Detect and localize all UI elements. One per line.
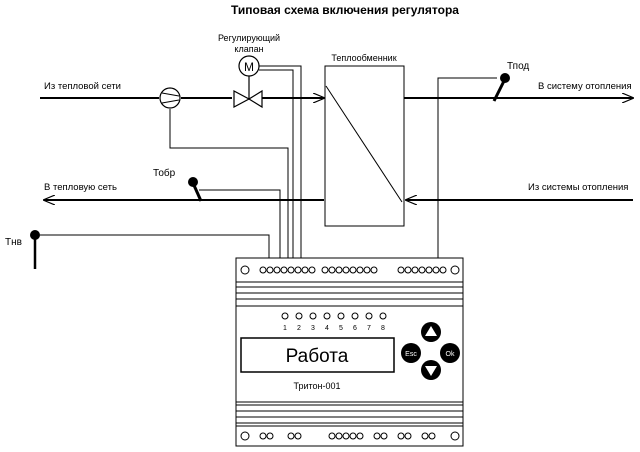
led-5	[337, 312, 345, 320]
control-valve-icon	[233, 76, 263, 109]
to-network-label: В тепловую сеть	[44, 182, 117, 193]
led-number-7: 7	[367, 325, 371, 332]
motor-letter: M	[244, 60, 254, 74]
esc-button[interactable]: Esc	[401, 343, 421, 363]
led-number-2: 2	[297, 325, 301, 332]
down-button[interactable]	[421, 360, 441, 380]
led-number-3: 3	[311, 325, 315, 332]
outdoor-temp-sensor-icon	[30, 230, 40, 269]
led-indicators: 1 2 3 4 5 6 7 8	[281, 312, 387, 332]
up-button[interactable]	[421, 322, 441, 342]
valve-label-line1: Регулирующий	[218, 33, 280, 43]
led-number-8: 8	[381, 325, 385, 332]
return-temp-sensor-icon	[188, 177, 203, 202]
supply-temp-sensor-icon	[492, 73, 510, 102]
top-terminal-block	[259, 266, 447, 274]
controller-model-label: Тритон-001	[293, 381, 340, 391]
display-text: Работа	[286, 346, 349, 367]
keypad: Esc Ok	[401, 322, 460, 380]
lcd-display: Работа	[240, 337, 395, 373]
esc-label: Esc	[405, 351, 417, 358]
heat-exchanger	[324, 65, 405, 227]
signal-wires	[40, 65, 497, 268]
led-number-5: 5	[339, 325, 343, 332]
valve-label-line2: клапан	[234, 44, 263, 54]
led-8	[379, 312, 387, 320]
ok-label: Ok	[446, 351, 455, 358]
led-7	[365, 312, 373, 320]
led-1	[281, 312, 289, 320]
bottom-terminal-block	[259, 432, 436, 440]
led-2	[295, 312, 303, 320]
led-3	[309, 312, 317, 320]
led-number-1: 1	[283, 325, 287, 332]
from-network-label: Из тепловой сети	[44, 81, 121, 92]
pump-icon	[159, 87, 181, 109]
valve-motor-icon: M	[238, 55, 260, 77]
led-number-4: 4	[325, 325, 329, 332]
ok-button[interactable]: Ok	[440, 343, 460, 363]
diagram-title: Типовая схема включения регулятора	[231, 3, 459, 17]
heat-exchanger-label: Теплообменник	[331, 53, 396, 63]
outdoor-sensor-label: Тнв	[5, 237, 22, 248]
from-heating-label: Из системы отопления	[528, 182, 628, 193]
led-4	[323, 312, 331, 320]
to-heating-label: В систему отопления	[538, 81, 632, 92]
supply-sensor-label: Тпод	[507, 61, 529, 72]
led-number-6: 6	[353, 325, 357, 332]
led-6	[351, 312, 359, 320]
return-sensor-label: Тобр	[153, 167, 176, 179]
